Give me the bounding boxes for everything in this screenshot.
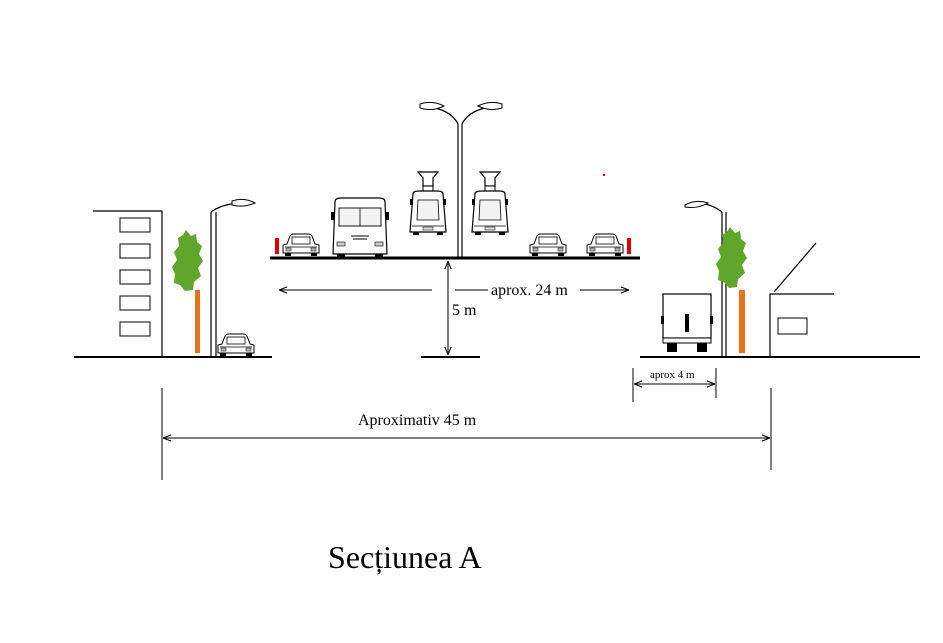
apartment-building-icon	[93, 210, 163, 357]
house-icon	[769, 242, 834, 357]
sidewalk-width-label: aprox 4 m	[650, 369, 695, 381]
total-width-label: Aproximativ 45 m	[358, 412, 477, 429]
car-icon	[217, 333, 255, 357]
tree-icon	[716, 227, 747, 353]
street-lamp-icon	[419, 101, 503, 258]
barrier-left	[275, 238, 279, 254]
street-lamp-icon	[210, 198, 257, 357]
clearance-height-label: 5 m	[452, 302, 477, 319]
overpass-width-label: aprox. 24 m	[491, 282, 568, 299]
truck-icon	[661, 293, 713, 352]
section-title: Secțiunea A	[328, 539, 482, 575]
total-width-dimension	[161, 388, 772, 480]
car-icon	[586, 233, 624, 257]
tree-icon	[172, 230, 203, 353]
tram-icon	[409, 171, 447, 236]
bus-icon	[331, 197, 389, 258]
barrier-right	[627, 238, 631, 254]
car-icon	[282, 233, 320, 257]
sidewalk-width-dimension	[632, 368, 717, 402]
red-dot	[603, 174, 605, 176]
tram-icon	[471, 171, 509, 236]
car-icon	[529, 233, 567, 257]
